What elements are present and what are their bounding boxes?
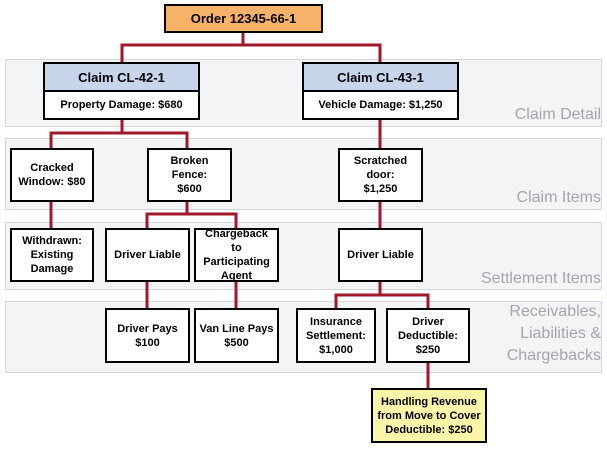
settlement-chargeback-line2: Participating: [203, 256, 270, 268]
band-label-claim-items: Claim Items: [516, 189, 601, 206]
item-scratched-door[interactable]: Scratched door: $1,250: [338, 148, 423, 202]
band-label-claim-detail: Claim Detail: [514, 106, 601, 123]
band-label-receivables-line3: Chargebacks: [506, 347, 601, 364]
order-node[interactable]: Order 12345-66-1: [164, 4, 323, 33]
receivable-van-line-pays[interactable]: Van Line Pays $500: [194, 308, 279, 363]
settlement-withdrawn[interactable]: Withdrawn: Existing Damage: [10, 228, 94, 282]
receivable-driver-deductible[interactable]: Driver Deductible: $250: [386, 308, 470, 363]
receivable-van-line-pays-line2: $500: [224, 336, 249, 349]
receivable-driver-pays-line2: $100: [135, 336, 160, 349]
settlement-chargeback-line1: Chargeback to: [205, 228, 268, 254]
band-settlement-items: [5, 222, 602, 290]
band-claim-items: [5, 138, 602, 210]
settlement-withdrawn-line1: Withdrawn:: [22, 235, 82, 247]
receivable-driver-pays[interactable]: Driver Pays $100: [105, 308, 190, 363]
connector-fence-settlements: [145, 212, 238, 228]
item-cracked-window-line1: Cracked: [30, 162, 74, 174]
claim-cl-43-1-title: Claim CL-43-1: [304, 64, 457, 92]
settlement-withdrawn-line3: Damage: [30, 263, 74, 275]
receivable-insurance-settlement[interactable]: Insurance Settlement: $1,000: [296, 308, 376, 363]
band-label-receivables: Receivables, Liabilities & Chargebacks: [507, 301, 601, 367]
receivable-insurance-line1: Insurance: [310, 315, 362, 328]
settlement-withdrawn-line2: Existing: [30, 249, 74, 261]
item-scratched-door-line2: $1,250: [363, 183, 398, 195]
receivable-deductible-line1: Driver: [412, 315, 444, 328]
item-broken-fence-line2: $600: [177, 183, 202, 195]
order-label: Order 12345-66-1: [190, 10, 297, 26]
handling-revenue-line1: Handling Revenue: [381, 395, 477, 408]
item-broken-fence[interactable]: Broken Fence: $600: [147, 148, 232, 202]
receivable-deductible-line2: Deductible:: [398, 329, 458, 342]
claim-cl-43-1[interactable]: Claim CL-43-1 Vehicle Damage: $1,250: [302, 62, 459, 120]
settlement-driver-liable-left-label: Driver Liable: [114, 249, 181, 261]
item-broken-fence-line1: Broken Fence:: [170, 155, 209, 181]
claim-cl-42-1-title: Claim CL-42-1: [45, 64, 198, 92]
connector-claim42-items: [49, 131, 189, 148]
claim-cl-42-1-detail: Property Damage: $680: [60, 99, 183, 111]
handling-revenue-line3: Deductible: $250: [385, 423, 473, 436]
band-label-settlement-items: Settlement Items: [480, 270, 601, 287]
band-label-receivables-line2: Liabilities &: [520, 325, 601, 342]
settlement-driver-liable-right-label: Driver Liable: [347, 249, 414, 261]
receivable-insurance-line3: $1,000: [319, 343, 353, 356]
band-label-receivables-line1: Receivables,: [509, 303, 601, 320]
handling-revenue-line2: from Move to Cover: [377, 409, 481, 422]
receivable-insurance-line2: Settlement:: [306, 329, 366, 342]
receivable-deductible-line3: $250: [415, 343, 441, 356]
item-scratched-door-line1: Scratched door:: [353, 155, 408, 181]
item-cracked-window[interactable]: Cracked Window: $80: [10, 148, 94, 202]
claim-cl-43-1-detail: Vehicle Damage: $1,250: [318, 99, 443, 111]
settlement-chargeback[interactable]: Chargeback to Participating Agent: [194, 228, 279, 282]
settlement-driver-liable-left[interactable]: Driver Liable: [105, 228, 190, 282]
handling-revenue[interactable]: Handling Revenue from Move to Cover Dedu…: [371, 388, 487, 443]
settlement-driver-liable-right[interactable]: Driver Liable: [338, 228, 423, 282]
connector-liable-receivables: [334, 293, 430, 308]
claim-cl-42-1[interactable]: Claim CL-42-1 Property Damage: $680: [43, 62, 200, 120]
item-cracked-window-line2: Window: $80: [18, 176, 86, 188]
settlement-chargeback-line3: Agent: [220, 270, 253, 282]
receivable-driver-pays-line1: Driver Pays: [117, 322, 178, 335]
receivable-van-line-pays-line1: Van Line Pays: [199, 322, 274, 335]
connector-order-claims: [120, 43, 382, 62]
